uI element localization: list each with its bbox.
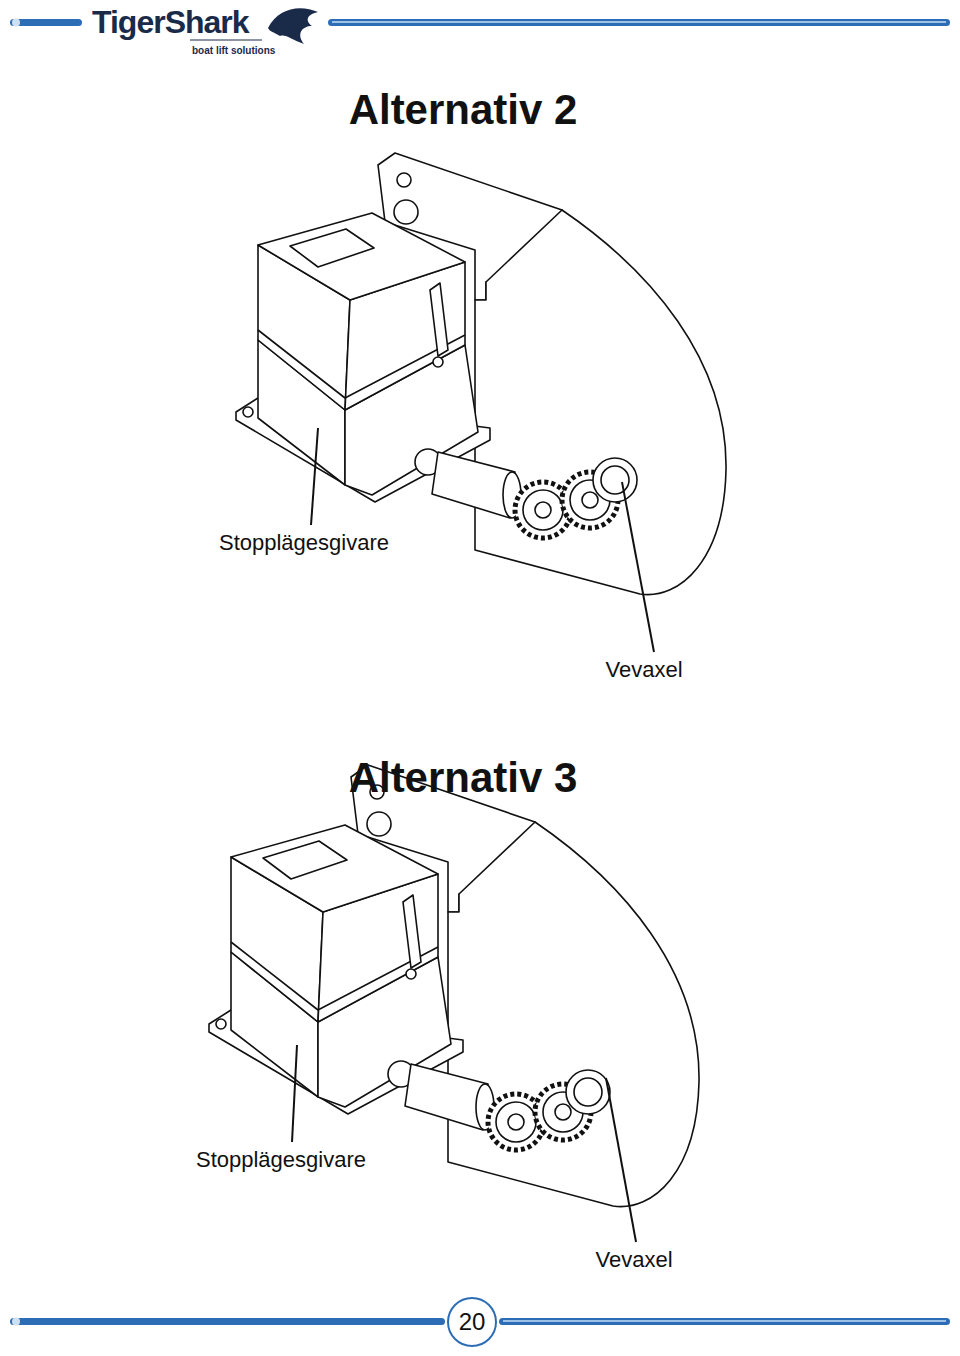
part-label-holder: Vevaxel <box>595 1247 672 1272</box>
unit-illustration <box>209 765 699 1207</box>
heading-holder: Alternativ 2 <box>349 86 578 134</box>
shark-logo <box>268 8 318 44</box>
leader-line <box>606 1078 636 1242</box>
part-label: Vevaxel <box>605 657 682 682</box>
part-label: Vevaxel <box>595 1247 672 1272</box>
heading: Alternativ 2 <box>349 86 578 134</box>
part-label: Stopplägesgivare <box>219 530 389 555</box>
brand-tagline-holder: boat lift solutions <box>192 40 275 58</box>
leader-line <box>622 482 654 652</box>
heading-holder: Alternativ 3 <box>349 754 578 802</box>
part-label-holder: Stopplägesgivare <box>219 530 389 555</box>
page-number-circle: 20 <box>447 1297 497 1347</box>
part-label-holder: Vevaxel <box>605 657 682 682</box>
leader-line <box>292 1045 297 1142</box>
brand-name: TigerShark <box>92 4 249 41</box>
page-number: 20 <box>459 1309 486 1335</box>
part-label-holder: Stopplägesgivare <box>196 1147 366 1172</box>
leader-line <box>311 428 318 525</box>
brand-name-holder: TigerShark <box>92 4 249 41</box>
unit-illustration <box>236 153 726 595</box>
part-label: Stopplägesgivare <box>196 1147 366 1172</box>
brand-tagline: boat lift solutions <box>192 45 275 57</box>
heading: Alternativ 3 <box>349 754 578 802</box>
